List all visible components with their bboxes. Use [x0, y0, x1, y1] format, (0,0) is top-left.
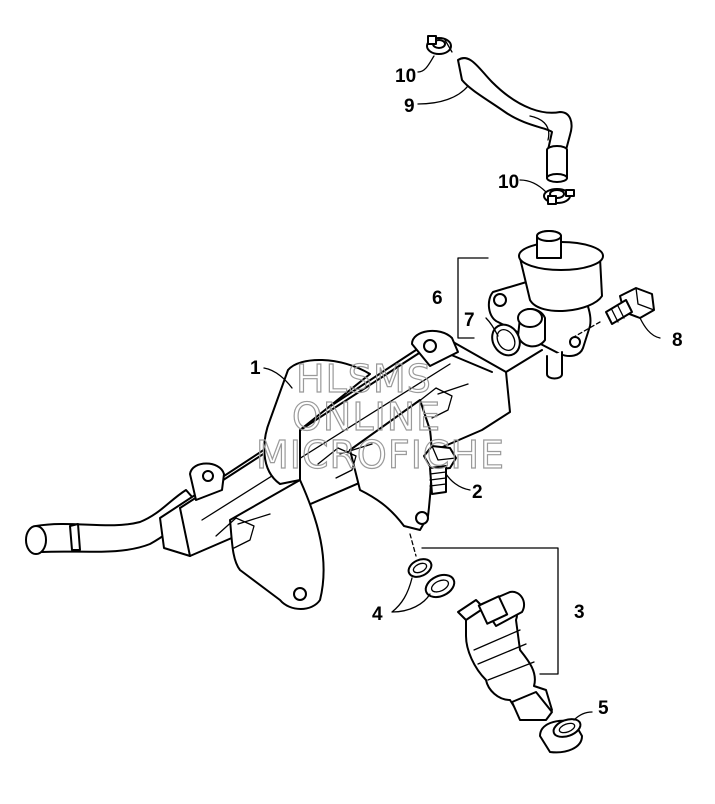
fuel-pressure-regulator	[487, 230, 604, 380]
fuel-injector	[457, 590, 553, 721]
callout-9: 9	[404, 96, 415, 117]
callout-5: 5	[598, 698, 609, 719]
injector-o-rings	[407, 558, 456, 599]
callout-7: 7	[464, 310, 475, 331]
fuel-hose	[457, 57, 573, 183]
watermark-line-3: MICROFICHE	[256, 433, 505, 477]
callout-3: 3	[574, 602, 585, 623]
rail-mounting-bolt	[423, 445, 457, 495]
callout-10-middle: 10	[498, 172, 519, 193]
callout-1: 1	[250, 358, 261, 379]
callout-2: 2	[472, 482, 483, 503]
regulator-bolt	[605, 287, 655, 325]
watermark-line-1: HLSMS	[296, 357, 432, 401]
hose-clamp-middle	[543, 188, 575, 205]
watermark: HLSMS ONLINE MICROFICHE	[255, 356, 505, 477]
hose-clamp-top	[426, 35, 453, 55]
injector-seal	[539, 718, 583, 754]
callout-10-top: 10	[395, 66, 416, 87]
callout-8: 8	[672, 330, 683, 351]
leader-lines	[263, 55, 661, 721]
callout-4: 4	[372, 604, 383, 625]
fuel-rail	[25, 329, 543, 610]
regulator-o-ring	[491, 323, 521, 357]
callout-6: 6	[432, 288, 443, 309]
watermark-line-2: ONLINE	[292, 395, 441, 439]
